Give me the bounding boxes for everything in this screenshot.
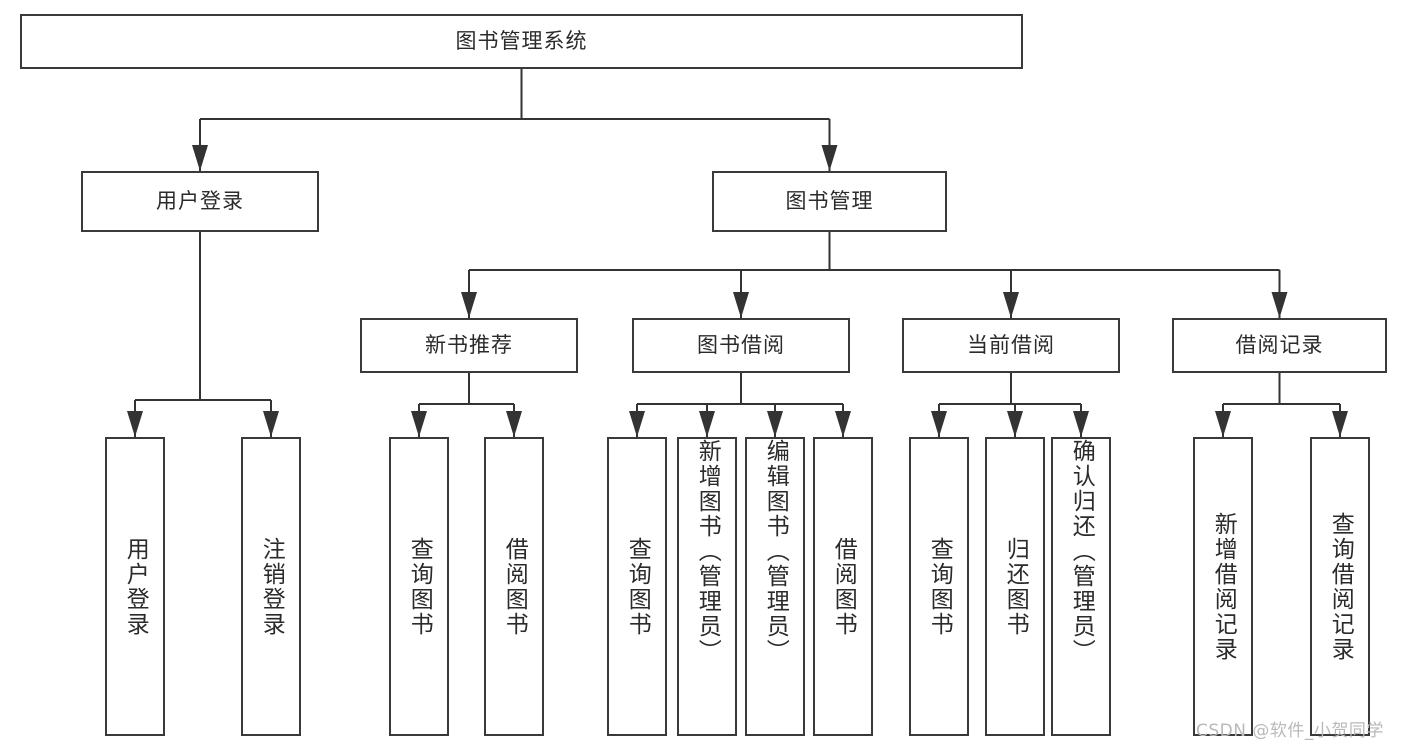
node-label: 借阅记录 <box>1235 333 1324 358</box>
node-records[interactable]: 借阅记录 <box>1172 318 1387 373</box>
edge-arrowhead <box>506 411 522 437</box>
edge-arrowhead <box>1215 411 1231 437</box>
edge-arrowhead <box>821 145 838 171</box>
node-b_query[interactable]: 查询图书 <box>607 437 667 736</box>
edge-arrowhead <box>1003 292 1019 318</box>
node-label: 用户登录 <box>156 189 244 214</box>
node-root[interactable]: 图书管理系统 <box>20 14 1023 69</box>
node-bookmgmt[interactable]: 图书管理 <box>712 171 947 232</box>
node-l_login[interactable]: 用户登录 <box>105 437 165 736</box>
node-c_query[interactable]: 查询图书 <box>909 437 969 736</box>
edge-arrowhead <box>192 145 208 171</box>
node-borrow[interactable]: 图书借阅 <box>632 318 850 373</box>
edge-arrowhead <box>461 292 477 318</box>
watermark: CSDN @软件_小贺同学 <box>1196 721 1384 741</box>
node-r_query[interactable]: 查询借阅记录 <box>1310 437 1370 736</box>
node-label: 新增图书（管理员） <box>694 439 721 664</box>
node-n_borrow[interactable]: 借阅图书 <box>484 437 544 736</box>
node-login[interactable]: 用户登录 <box>81 171 319 232</box>
node-label: 当前借阅 <box>967 333 1055 358</box>
edge-arrowhead <box>835 411 851 437</box>
node-label: 图书管理系统 <box>455 29 588 54</box>
edge-arrowhead <box>699 411 715 437</box>
node-current[interactable]: 当前借阅 <box>902 318 1120 373</box>
node-label: 借阅图书 <box>501 536 528 637</box>
edge-arrowhead <box>1073 411 1089 437</box>
node-r_add[interactable]: 新增借阅记录 <box>1193 437 1253 736</box>
node-label: 查询图书 <box>926 536 953 637</box>
edge-arrowhead <box>733 292 749 318</box>
node-c_confirm[interactable]: 确认归还（管理员） <box>1051 437 1111 736</box>
node-b_add[interactable]: 新增图书（管理员） <box>677 437 737 736</box>
node-label: 查询图书 <box>624 536 651 637</box>
node-n_query[interactable]: 查询图书 <box>389 437 449 736</box>
edge-arrowhead <box>629 411 645 437</box>
node-label: 编辑图书（管理员） <box>762 439 789 664</box>
node-label: 归还图书 <box>1002 536 1029 637</box>
node-b_edit[interactable]: 编辑图书（管理员） <box>745 437 805 736</box>
node-label: 确认归还（管理员） <box>1068 439 1095 664</box>
node-c_return[interactable]: 归还图书 <box>985 437 1045 736</box>
node-label: 查询借阅记录 <box>1327 511 1354 662</box>
node-label: 用户登录 <box>122 536 149 637</box>
edge-arrowhead <box>767 411 783 437</box>
edge-arrowhead <box>1271 292 1288 318</box>
edge-arrowhead <box>127 411 143 437</box>
node-newbook[interactable]: 新书推荐 <box>360 318 578 373</box>
node-label: 新增借阅记录 <box>1210 511 1237 662</box>
node-label: 图书管理 <box>785 189 874 214</box>
node-label: 查询图书 <box>406 536 433 637</box>
edge-arrowhead <box>931 411 947 437</box>
node-label: 借阅图书 <box>830 536 857 637</box>
edge-arrowhead <box>263 411 279 437</box>
node-b_lend[interactable]: 借阅图书 <box>813 437 873 736</box>
edge-arrowhead <box>411 411 427 437</box>
edge-arrowhead <box>1007 411 1023 437</box>
edge-arrowhead <box>1332 411 1348 437</box>
node-label: 图书借阅 <box>697 333 785 358</box>
node-label: 新书推荐 <box>425 333 513 358</box>
node-l_logout[interactable]: 注销登录 <box>241 437 301 736</box>
node-label: 注销登录 <box>258 536 285 637</box>
